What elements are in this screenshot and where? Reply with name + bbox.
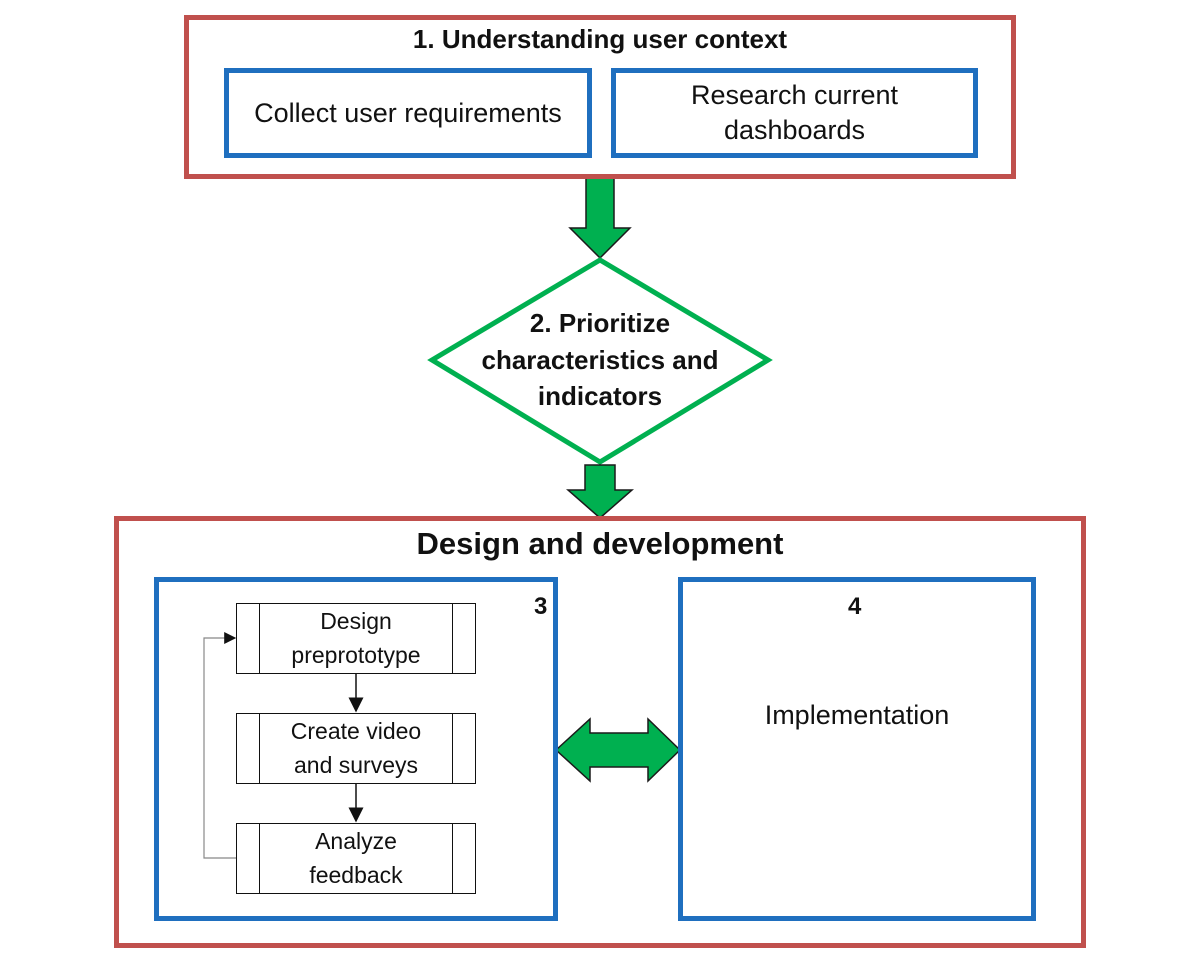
flow-arrow-down-2 [566, 464, 634, 519]
design-development-container [114, 516, 1086, 948]
research-dashboards-box: Research current dashboards [611, 68, 978, 158]
panel-4-number: 4 [848, 593, 862, 620]
step-create-video-surveys: Create video and surveys [236, 713, 476, 784]
research-dashboards-label-line1: Research current [690, 79, 899, 110]
panel-3-number: 3 [534, 593, 548, 620]
prioritize-label-line1: 2. Prioritize [529, 308, 671, 339]
step-design-preprototype: Design preprototype [236, 603, 476, 674]
collect-requirements-box: Collect user requirements [224, 68, 592, 158]
prioritize-label-line3: indicators [537, 381, 663, 412]
feedback-loop-line [203, 632, 237, 859]
design-development-title: Design and development [416, 526, 784, 561]
stage1-title: 1. Understanding user context [412, 24, 788, 54]
step-design-line2: preprototype [291, 641, 421, 668]
prioritize-diamond [427, 257, 773, 465]
implementation-label: Implementation [764, 700, 950, 730]
step-design-line1: Design [320, 608, 392, 635]
collect-requirements-label: Collect user requirements [254, 97, 562, 128]
panel-3-iteration [154, 577, 558, 921]
step-analyze-line1: Analyze [315, 828, 397, 855]
stage1-container [184, 15, 1016, 179]
prioritize-label: 2. Prioritize characteristics and indica… [460, 305, 740, 415]
research-dashboards-label-line2: dashboards [723, 115, 866, 145]
panel-4-implementation [678, 577, 1036, 921]
prioritize-label-line2: characteristics and [481, 344, 719, 375]
step-create-line2: and surveys [293, 751, 418, 778]
step-analyze-feedback: Analyze feedback [236, 823, 476, 894]
flow-arrow-down-1 [568, 177, 632, 260]
step-analyze-line2: feedback [309, 861, 403, 888]
step-create-line1: Create video [290, 718, 422, 745]
